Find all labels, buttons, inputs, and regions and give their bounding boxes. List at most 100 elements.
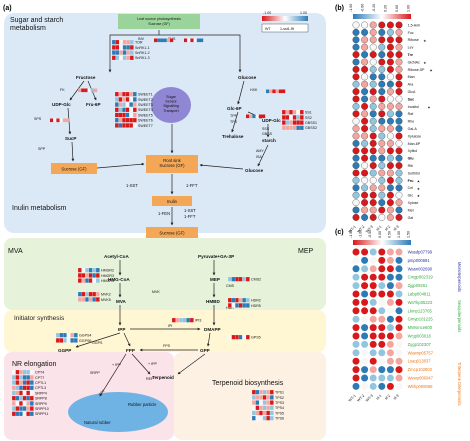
heat-cell bbox=[255, 410, 260, 416]
panel-b-cell bbox=[369, 73, 377, 81]
panel-c-col-label: WT-1 bbox=[348, 394, 357, 403]
panel-c-scale-tick: 0.50 bbox=[387, 231, 391, 238]
panel-c-cell bbox=[369, 282, 377, 290]
legend-a-max: 1.00 bbox=[300, 11, 307, 15]
heat-cell bbox=[269, 400, 274, 405]
gene-label: HMGR2 bbox=[101, 269, 114, 273]
root-sink-box bbox=[146, 155, 198, 173]
heat-cell bbox=[77, 291, 82, 297]
heat-cell bbox=[118, 102, 123, 107]
heat-cell bbox=[19, 385, 23, 391]
panel-c-gradient bbox=[353, 240, 411, 245]
panel-c-row-label: Wasdp07799 bbox=[408, 250, 433, 255]
heat-cell bbox=[29, 375, 34, 380]
heat-cell bbox=[251, 389, 256, 395]
panel-b-cell bbox=[395, 51, 403, 59]
panel-b-cell bbox=[352, 58, 360, 66]
panel-b-cell bbox=[378, 169, 386, 177]
gene-label: SWEET7 bbox=[138, 124, 153, 128]
acetyl-node: Acetyl-CoA bbox=[104, 254, 129, 259]
gene-label: SWEET2 bbox=[138, 98, 153, 102]
panel-b-row-label: GlcNAc bbox=[408, 60, 420, 64]
heat-cell bbox=[11, 375, 16, 380]
heat-cell bbox=[22, 395, 27, 401]
heat-cell bbox=[88, 291, 93, 297]
panel-c-cell bbox=[369, 349, 377, 357]
panel-c-scale-tick: -0.50 bbox=[368, 230, 372, 238]
significance-star-icon: ★ bbox=[417, 194, 421, 198]
heat-cell bbox=[129, 107, 134, 113]
panel-c-scale-tick: 1.50 bbox=[407, 231, 411, 238]
heat-cell bbox=[255, 415, 260, 421]
panel-b-cell bbox=[378, 206, 386, 214]
heat-cell bbox=[88, 297, 93, 302]
panel-b-cell bbox=[386, 21, 394, 29]
panel-c-cell bbox=[386, 374, 394, 382]
panel-c-cell bbox=[395, 290, 403, 298]
heat-cell bbox=[92, 278, 97, 283]
panel-b-cell bbox=[378, 154, 386, 162]
gene-label: TOR bbox=[135, 41, 143, 45]
heat-cell bbox=[255, 395, 260, 400]
pyruvate-node: Pyruvate+GA-3P bbox=[198, 254, 234, 259]
panel-b-row-label: Tre bbox=[408, 53, 413, 57]
heat-cell bbox=[132, 112, 137, 118]
heat-cell bbox=[118, 112, 123, 118]
panel-b-cell bbox=[386, 191, 394, 199]
dmapp-node: DMAPP bbox=[204, 327, 221, 332]
glucose-bottom-node: Glucose bbox=[245, 168, 264, 173]
arrow-leaf-fructose bbox=[110, 30, 160, 72]
class-triterpene: Triterpene Diterpenoids bbox=[457, 362, 462, 406]
heat-cell bbox=[125, 123, 130, 128]
mep-node: MEP bbox=[210, 277, 220, 282]
panel-b-cell bbox=[386, 73, 394, 81]
panel-b-cell bbox=[386, 184, 394, 192]
panel-c-heatmap: Wasdp07799pmp000691Wasn002690Cmgp002319Z… bbox=[348, 248, 434, 403]
panel-c-row-label: Zmcp102802 bbox=[408, 367, 433, 372]
panel-c-cell bbox=[369, 256, 377, 264]
heat-cell bbox=[15, 395, 20, 401]
panel-b-cell bbox=[395, 184, 403, 192]
panel-c-row-label: Labp004811 bbox=[408, 292, 432, 297]
heat-cell bbox=[119, 45, 123, 50]
heat-cell bbox=[189, 317, 194, 323]
panel-c-cell bbox=[378, 357, 386, 365]
heat-cell bbox=[19, 375, 23, 380]
panel-b-cell bbox=[369, 125, 377, 133]
enzyme-heat-cell bbox=[184, 38, 188, 43]
panel-c-row-label: Gmyp101225 bbox=[408, 317, 434, 322]
enzyme-heat-cell bbox=[81, 88, 85, 93]
panel-c-cell bbox=[378, 273, 386, 281]
heat-cell bbox=[269, 410, 274, 416]
heat-cell bbox=[11, 395, 16, 401]
panel-b-cell bbox=[386, 169, 394, 177]
gene-row-gbss1: GBSS1 bbox=[281, 120, 317, 125]
fru6p-node: Fru-6P bbox=[86, 102, 101, 107]
panel-b-cell bbox=[369, 176, 377, 184]
legend-a-gradient bbox=[262, 16, 308, 21]
panel-c-cell bbox=[369, 265, 377, 273]
heat-cell bbox=[242, 297, 247, 303]
arrow-fpp-rubber bbox=[99, 353, 127, 397]
gene-row-srpp9: SRPP9 bbox=[11, 401, 47, 406]
legend-wt: WT bbox=[265, 27, 271, 31]
heat-cell bbox=[26, 401, 31, 406]
arrow-glucose-root bbox=[199, 163, 244, 170]
gene-row-srpp4: SRPP4 bbox=[11, 390, 47, 395]
gene-row-tps3: TPS3 bbox=[251, 400, 284, 405]
panel-c-cell bbox=[386, 340, 394, 348]
panel-c-row-label: Wawnp05757 bbox=[408, 350, 434, 355]
heat-cell bbox=[111, 50, 116, 55]
heat-cell bbox=[132, 117, 137, 123]
panel-b-col-label: WT-1 bbox=[348, 225, 357, 234]
sucrose-left-box bbox=[51, 163, 97, 174]
gene-row-hmgr2: HMGR2 bbox=[77, 267, 114, 273]
heat-cell bbox=[245, 334, 250, 340]
panel-b-row-label: Glu bbox=[408, 157, 414, 161]
panel-b-cell bbox=[395, 95, 403, 103]
heat-cell bbox=[29, 401, 34, 406]
panel-b-cell bbox=[352, 191, 360, 199]
panel-b-col-label: sf-2 bbox=[384, 225, 391, 232]
gene-label: SWEET3 bbox=[138, 103, 153, 107]
panel-c-cell bbox=[386, 265, 394, 273]
